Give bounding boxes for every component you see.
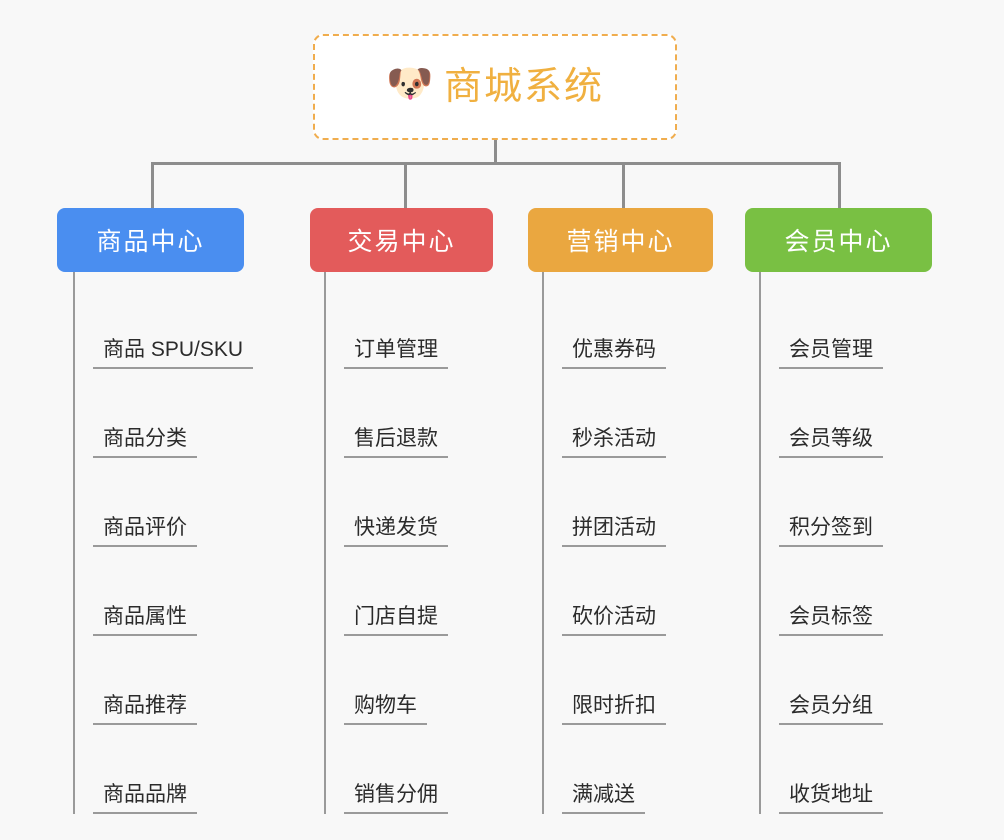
branch-header-label: 交易中心 [347,228,456,256]
root-node[interactable]: 🐶 商城系统 [313,34,677,140]
list-item[interactable]: 商品品牌 [93,725,277,814]
child-label: 售后退款 [344,427,448,458]
child-label: 商品推荐 [93,694,197,725]
branch-header-marketing-center[interactable]: 营销中心 [528,208,713,272]
child-label: 秒杀活动 [562,427,666,458]
child-label: 优惠券码 [562,338,666,369]
child-label: 积分签到 [779,516,883,547]
branch-header-label: 营销中心 [566,228,675,256]
child-list-trade-center: 订单管理 售后退款 快递发货 门店自提 购物车 销售分佣 [324,272,510,814]
child-label: 会员管理 [779,338,883,369]
child-label: 商品评价 [93,516,197,547]
connector-drop-branch-4 [838,162,841,208]
child-label: 商品分类 [93,427,197,458]
connector-drop-branch-1 [151,162,154,208]
list-item[interactable]: 商品分类 [93,369,277,458]
list-item[interactable]: 销售分佣 [344,725,510,814]
branch-header-trade-center[interactable]: 交易中心 [310,208,493,272]
child-label: 订单管理 [344,338,448,369]
shiba-dog-icon: 🐶 [385,63,434,105]
child-label: 拼团活动 [562,516,666,547]
branch-header-label: 商品中心 [96,228,205,256]
list-item[interactable]: 会员标签 [779,547,945,636]
list-item[interactable]: 限时折扣 [562,636,728,725]
list-item[interactable]: 门店自提 [344,547,510,636]
list-item[interactable]: 拼团活动 [562,458,728,547]
list-item[interactable]: 秒杀活动 [562,369,728,458]
list-item[interactable]: 积分签到 [779,458,945,547]
list-item[interactable]: 售后退款 [344,369,510,458]
list-item[interactable]: 商品推荐 [93,636,277,725]
child-label: 商品 SPU/SKU [93,338,254,369]
list-item[interactable]: 会员管理 [779,280,945,369]
list-item[interactable]: 会员等级 [779,369,945,458]
child-list-marketing-center: 优惠券码 秒杀活动 拼团活动 砍价活动 限时折扣 满减送 [542,272,728,814]
list-item[interactable]: 收货地址 [779,725,945,814]
branch-header-product-center[interactable]: 商品中心 [57,208,244,272]
list-item[interactable]: 商品属性 [93,547,277,636]
child-label: 收货地址 [779,783,883,814]
list-item[interactable]: 满减送 [562,725,728,814]
child-list-product-center: 商品 SPU/SKU 商品分类 商品评价 商品属性 商品推荐 商品品牌 [73,272,277,814]
root-title: 商城系统 [443,66,604,108]
connector-root-stem [494,140,497,164]
child-label: 砍价活动 [562,605,666,636]
child-label: 会员等级 [779,427,883,458]
branch-marketing-center: 营销中心 优惠券码 秒杀活动 拼团活动 砍价活动 限时折扣 满减送 [528,208,728,814]
child-label: 限时折扣 [562,694,666,725]
child-label: 销售分佣 [344,783,448,814]
child-label: 会员分组 [779,694,883,725]
connector-drop-branch-3 [622,162,625,208]
list-item[interactable]: 商品评价 [93,458,277,547]
child-label: 购物车 [344,694,427,725]
list-item[interactable]: 优惠券码 [562,280,728,369]
child-label: 商品品牌 [93,783,197,814]
connector-horizontal-bus [151,162,841,165]
child-list-member-center: 会员管理 会员等级 积分签到 会员标签 会员分组 收货地址 [759,272,945,814]
list-item[interactable]: 订单管理 [344,280,510,369]
branch-header-label: 会员中心 [784,228,893,256]
list-item[interactable]: 购物车 [344,636,510,725]
branch-product-center: 商品中心 商品 SPU/SKU 商品分类 商品评价 商品属性 商品推荐 商品品牌 [57,208,277,814]
connector-drop-branch-2 [404,162,407,208]
child-label: 满减送 [562,783,645,814]
child-label: 快递发货 [344,516,448,547]
child-label: 会员标签 [779,605,883,636]
child-label: 门店自提 [344,605,448,636]
child-label: 商品属性 [93,605,197,636]
list-item[interactable]: 会员分组 [779,636,945,725]
branch-trade-center: 交易中心 订单管理 售后退款 快递发货 门店自提 购物车 销售分佣 [310,208,510,814]
branch-header-member-center[interactable]: 会员中心 [745,208,932,272]
list-item[interactable]: 商品 SPU/SKU [93,280,277,369]
list-item[interactable]: 快递发货 [344,458,510,547]
list-item[interactable]: 砍价活动 [562,547,728,636]
branch-member-center: 会员中心 会员管理 会员等级 积分签到 会员标签 会员分组 收货地址 [745,208,945,814]
